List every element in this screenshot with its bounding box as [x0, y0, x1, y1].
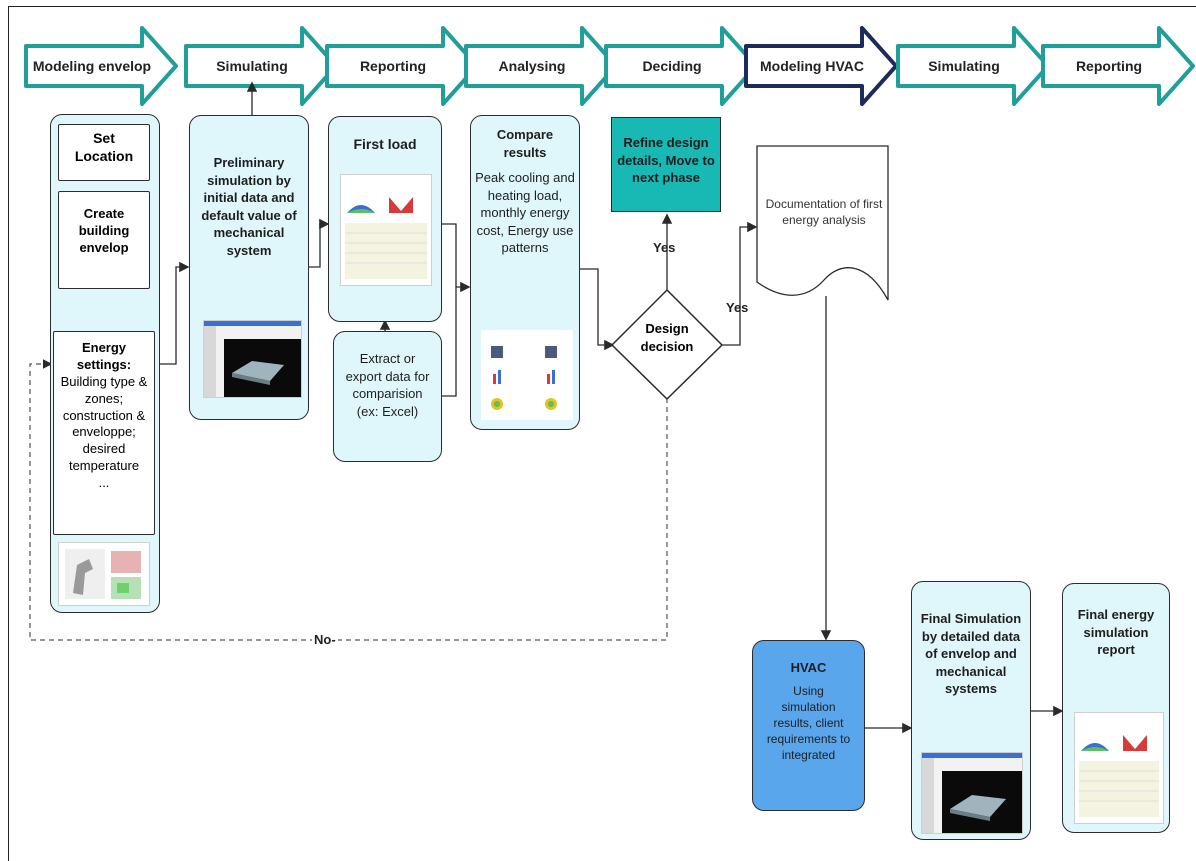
envelop-model-thumbnail — [58, 542, 150, 606]
prelim-model-thumbnail — [203, 320, 302, 398]
compare-thumbnail — [481, 330, 573, 420]
documentation-text: Documentation of first energy analysis — [765, 197, 883, 228]
decision-diamond — [610, 288, 724, 401]
stage-label-2: Simulating — [216, 58, 288, 74]
stage-arrow-4 — [464, 26, 618, 106]
connector-compare-to-decision — [580, 268, 615, 351]
stage-label-5: Deciding — [642, 58, 701, 74]
final-simulation-thumbnail — [921, 752, 1023, 834]
stage-arrow-3 — [325, 26, 479, 106]
energy-settings-title: Energy settings: — [76, 340, 132, 372]
stage-label-8: Reporting — [1076, 58, 1142, 74]
final-model-image — [922, 753, 1022, 833]
stage-label-3: Reporting — [360, 58, 426, 74]
yes-right-label: Yes — [726, 300, 749, 315]
connector-no-loop — [29, 359, 668, 641]
stage-arrow-8 — [1041, 26, 1195, 106]
extract-text: Extract or export data for comparision (… — [345, 351, 430, 419]
stage-arrow-7 — [896, 26, 1050, 106]
stage-arrow-2 — [184, 26, 338, 106]
no-label: No- — [312, 632, 338, 647]
final-simulation-text: Final Simulation by detailed data of env… — [920, 611, 1022, 697]
stage-arrow-5 — [604, 26, 758, 106]
first-load-thumbnail — [340, 174, 432, 286]
connector-energy-to-prelim — [153, 261, 190, 365]
set-location-label: Set Location — [74, 130, 134, 165]
hvac-box: HVAC Using simulation results, client re… — [752, 640, 865, 811]
prelim-simulation-text: Preliminary simulation by initial data a… — [201, 155, 297, 258]
compare-charts-image — [491, 346, 557, 410]
stage-arrow-6 — [744, 26, 898, 106]
hvac-body: Using simulation results, client require… — [766, 683, 851, 763]
energy-settings-box: Energy settings: Building type & zones; … — [53, 331, 155, 535]
connector-prelim-to-firstload — [309, 218, 330, 268]
diagram-frame — [8, 6, 1196, 861]
extract-box: Extract or export data for comparision (… — [333, 331, 442, 462]
documentation-shape — [756, 145, 889, 301]
final-report-image — [1079, 735, 1159, 817]
energy-settings-more: ... — [98, 475, 110, 491]
compare-title: Compare results — [496, 127, 554, 160]
hvac-title: HVAC — [790, 660, 827, 675]
first-load-report-image — [345, 197, 427, 279]
prelim-model-image — [204, 321, 301, 397]
refine-box: Refine design details, Move to next phas… — [611, 117, 721, 212]
refine-text: Refine design details, Move to next phas… — [617, 135, 715, 186]
connector-firstload-to-compare — [442, 223, 471, 293]
stage-label-4: Analysing — [499, 58, 566, 74]
stage-label-6: Modeling HVAC — [760, 58, 864, 74]
stage-label-1: Modeling envelop — [33, 58, 151, 74]
energy-settings-body: Building type & zones; construction & en… — [60, 373, 148, 474]
stage-arrows: Modeling envelop Simulating Reporting Analy… — [24, 26, 1195, 106]
envelop-model-image — [65, 549, 141, 599]
connector-decision-to-doc — [722, 221, 758, 346]
first-load-title: First load — [353, 136, 417, 152]
create-envelop-box: Create building envelop — [58, 191, 150, 289]
set-location-box: Set Location — [58, 124, 150, 181]
final-report-text: Final energy simulation report — [1077, 607, 1155, 658]
yes-up-label: Yes — [653, 240, 676, 255]
compare-body: Peak cooling and heating load, monthly e… — [475, 170, 575, 256]
connector-extract-to-compare — [442, 287, 457, 397]
decision-label: Design decision — [640, 321, 694, 354]
final-report-thumbnail — [1074, 712, 1164, 824]
stage-arrow-1 — [24, 26, 178, 106]
stage-label-7: Simulating — [928, 58, 1000, 74]
create-envelop-label: Create building envelop — [78, 206, 130, 255]
